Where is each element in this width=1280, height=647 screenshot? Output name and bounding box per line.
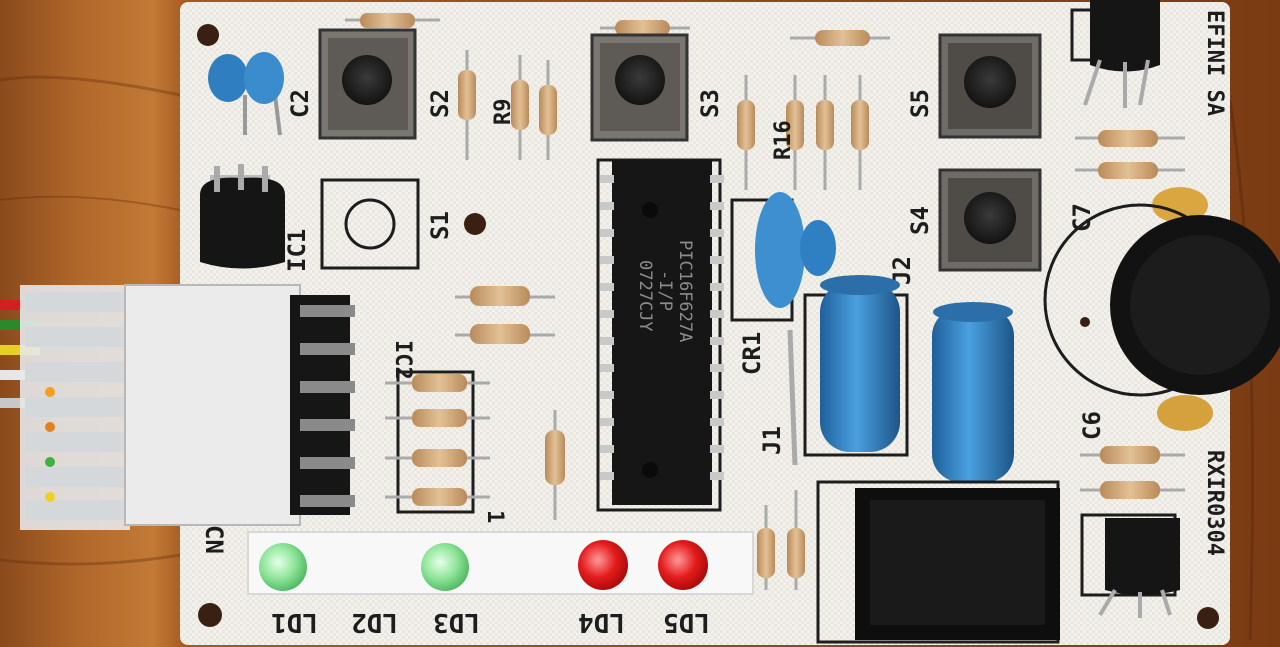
label-cr1: CR1 [738,332,766,375]
label-ld3: LD3 [433,607,480,637]
label-c6: C6 [1078,411,1106,440]
label-ld4: LD4 [578,607,625,637]
ic2-resistor-bank [385,286,565,520]
ir-receiver-block [816,480,1060,644]
led-ld5 [658,540,708,590]
led-ld1 [259,543,307,591]
transistor-top-right [1070,0,1160,108]
transistor-bottom-right [1080,513,1180,618]
label-r16: R16 [771,120,796,160]
mounting-holes [197,24,1219,629]
ic1-regulator [200,164,285,269]
switch-s3 [590,33,689,142]
switch-s1-footprint [320,178,420,270]
switch-s4 [938,168,1042,272]
label-s2: S2 [426,89,454,118]
label-ld1: LD1 [271,607,318,637]
pic-microcontroller: PIC16F627A -I/P 0727CJY [596,158,724,512]
electrolytic-cap-2 [932,302,1014,482]
led-ld4 [578,540,628,590]
label-s3: S3 [696,89,724,118]
label-s4: S4 [906,206,934,235]
label-j1: J1 [758,426,786,455]
label-pin1: 1 [482,510,507,523]
label-ic2: IC2 [390,340,415,380]
label-efini: EFINI SA [1202,10,1227,116]
chip-marking-2: -I/P [655,270,675,311]
yellow-ceramic-caps [1152,187,1213,431]
led-ld3 [421,543,469,591]
buzzer [1043,203,1280,397]
label-ld5: LD5 [663,607,710,637]
chip-marking-3: 0727CJY [635,260,655,332]
label-cn: CN [200,525,228,554]
cr1-area [730,192,836,322]
label-r9: R9 [491,99,516,126]
electrolytic-cap-1 [803,275,909,457]
switch-s2 [318,28,417,140]
resistors-right [1075,130,1185,499]
label-rxir: RXIR0304 [1202,450,1227,556]
label-c2: C2 [286,89,314,118]
connector-cn [0,284,355,530]
resistors-top [345,13,890,160]
chip-marking-1: PIC16F627A [675,240,695,342]
label-s5: S5 [906,89,934,118]
label-ic1: IC1 [283,229,311,272]
label-s1: S1 [426,211,454,240]
jumper-j1 [787,329,798,466]
label-ld2: LD2 [351,607,398,637]
resistors-bottom [757,490,805,590]
switch-s5 [938,33,1042,139]
resistors-r16-group [737,75,869,190]
c2-capacitors [208,52,284,136]
